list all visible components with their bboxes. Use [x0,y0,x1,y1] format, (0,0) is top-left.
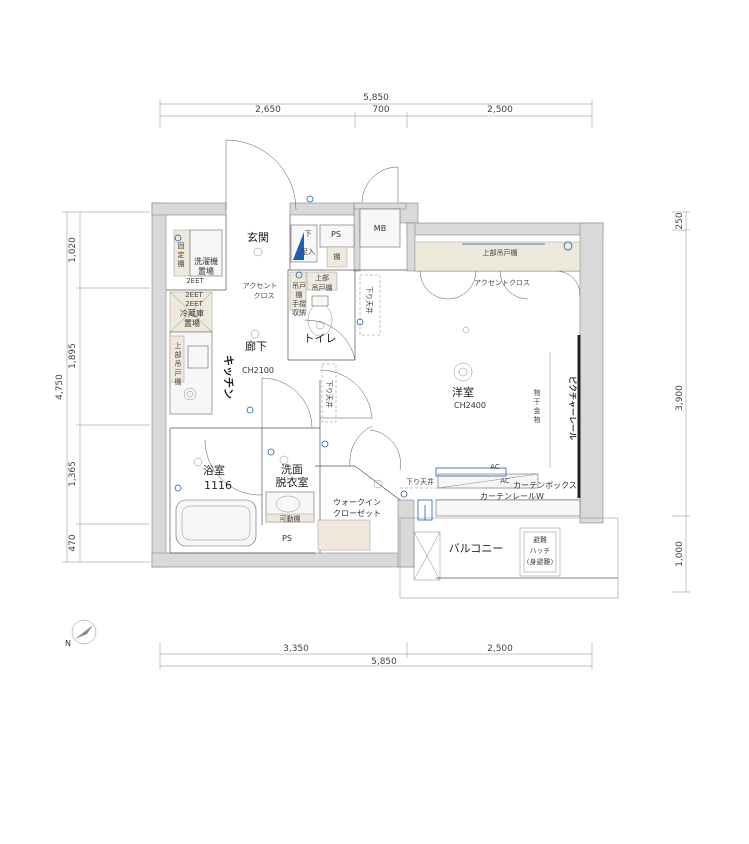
top-dimension: 5,850 2,650 700 2,500 [159,93,593,128]
doors [204,139,581,496]
label-kitchen-shelf-2: 部 [175,350,182,359]
label-shoe-box-top: 下 [305,230,312,238]
label-fixed-shelf-3: 棚 [178,259,185,268]
label-cupboard: 棚 [334,252,341,261]
label-sagari-1: 下り天井 [365,286,374,314]
left-dim-2: 1,895 [68,343,78,369]
bottom-dim-2: 2,500 [487,644,513,654]
label-kitchen-shelf-4: 戸 [175,369,182,377]
label-ps-top: PS [331,230,341,239]
label-western-room: 洋室 [452,385,474,399]
label-walkin-1: ウォークイン [333,498,381,507]
right-dim-1: 250 [675,212,685,229]
right-dimension: 250 3,900 1,000 [672,211,690,593]
label-toilet-shelf-3: 吊戸 [292,282,306,290]
label-washroom-1: 洗面 [281,463,303,476]
label-hallway: 廊下 [245,339,267,353]
label-drying-4: 物 [534,415,541,424]
bottom-total-dim: 5,850 [371,657,397,667]
label-washer-2: 置場 [198,266,214,276]
top-total-dim: 5,850 [363,93,389,103]
compass-label: N [65,639,71,648]
label-toilet-storage-2: 収納 [292,308,306,317]
label-hallway-ch: CH2100 [242,366,274,375]
left-total-dim: 4,750 [55,374,65,400]
label-curtain-rail: カーテンレールW [480,492,544,501]
label-sagari-3: 下り天井 [406,477,434,486]
label-kitchen-shelf-5: 棚 [175,377,182,386]
label-genkan: 玄関 [247,230,269,244]
label-hatch-3: (身避難) [527,557,554,566]
bottom-dimension: 3,350 2,500 5,850 [159,642,593,670]
right-dim-3: 1,000 [675,541,685,567]
label-kitchen-shelf-1: 上 [175,341,182,350]
top-dim-1: 2,650 [255,105,281,115]
label-kitchen: キッチン [222,355,235,399]
label-mb: MB [374,224,386,233]
label-accent-cloth-room: アクセントクロス [474,279,530,287]
label-walkin-2: クローゼット [333,508,381,518]
label-washer-1: 洗濯機 [194,256,218,266]
top-dim-2: 700 [372,105,389,115]
left-dim-3: 1,365 [68,461,78,487]
label-bath-size: 1116 [204,479,232,492]
label-ac-2: AC [500,477,510,485]
left-dim-4: 470 [68,534,78,551]
label-toilet-shelf-4: 棚 [296,290,303,299]
compass: N [65,619,97,648]
label-hatch-1: 避難 [533,535,547,544]
labels: 玄関 下 足入 PS MB 棚 固 定 棚 洗濯機 置場 2EET アクセント … [175,224,579,566]
label-bath: 浴室 [203,463,225,477]
label-washroom-2: 脱衣室 [276,475,309,489]
label-toilet-shelf-2: 吊戸棚 [312,283,333,292]
label-upper-shelf-room: 上部吊戸棚 [483,248,518,257]
label-drying-1: 物 [534,388,541,397]
label-ps-bottom: PS [282,534,292,543]
fixtures [169,195,619,599]
label-hatch-2: ハッチ [530,547,551,555]
label-outlet-2: 2EET [185,291,203,299]
label-accent-cloth-2: クロス [254,292,275,300]
label-outlet-3: 2EET [185,300,203,308]
label-curtain-box: カーテンボックス [513,481,577,490]
label-fixed-shelf-1: 固 [178,242,185,250]
label-fridge-2: 置場 [184,318,200,328]
left-dimension: 4,750 1,020 1,895 1,365 470 [55,211,150,563]
label-fridge-1: 冷蔵庫 [180,308,204,318]
label-drying-2: 干 [534,398,541,406]
label-outlet-1: 2EET [186,277,204,285]
label-kitchen-shelf-3: 吊 [175,360,182,368]
compass-icon [71,619,97,645]
label-toilet-shelf-1: 上部 [315,273,329,282]
label-toilet: トイレ [304,332,337,345]
left-dim-1: 1,020 [68,237,78,263]
label-western-ch: CH2400 [454,401,486,410]
top-dim-3: 2,500 [487,105,513,115]
label-shoe-box-bottom: 足入 [301,248,315,256]
label-toilet-storage-1: 手摺 [292,299,306,308]
label-accent-cloth-1: アクセント [243,282,278,290]
walls [151,202,604,568]
label-drying-3: 金 [534,406,541,415]
label-picture-rail: ピクチャーレール [568,376,578,440]
label-ac-1: AC [490,463,500,471]
right-dim-2: 3,900 [675,385,685,411]
label-balcony: バルコニー [449,542,504,555]
bottom-dim-1: 3,350 [283,644,309,654]
label-sagari-2: 下り天井 [325,380,334,408]
label-wash-shelf: 可動棚 [280,514,301,523]
label-fixed-shelf-2: 定 [178,250,185,259]
